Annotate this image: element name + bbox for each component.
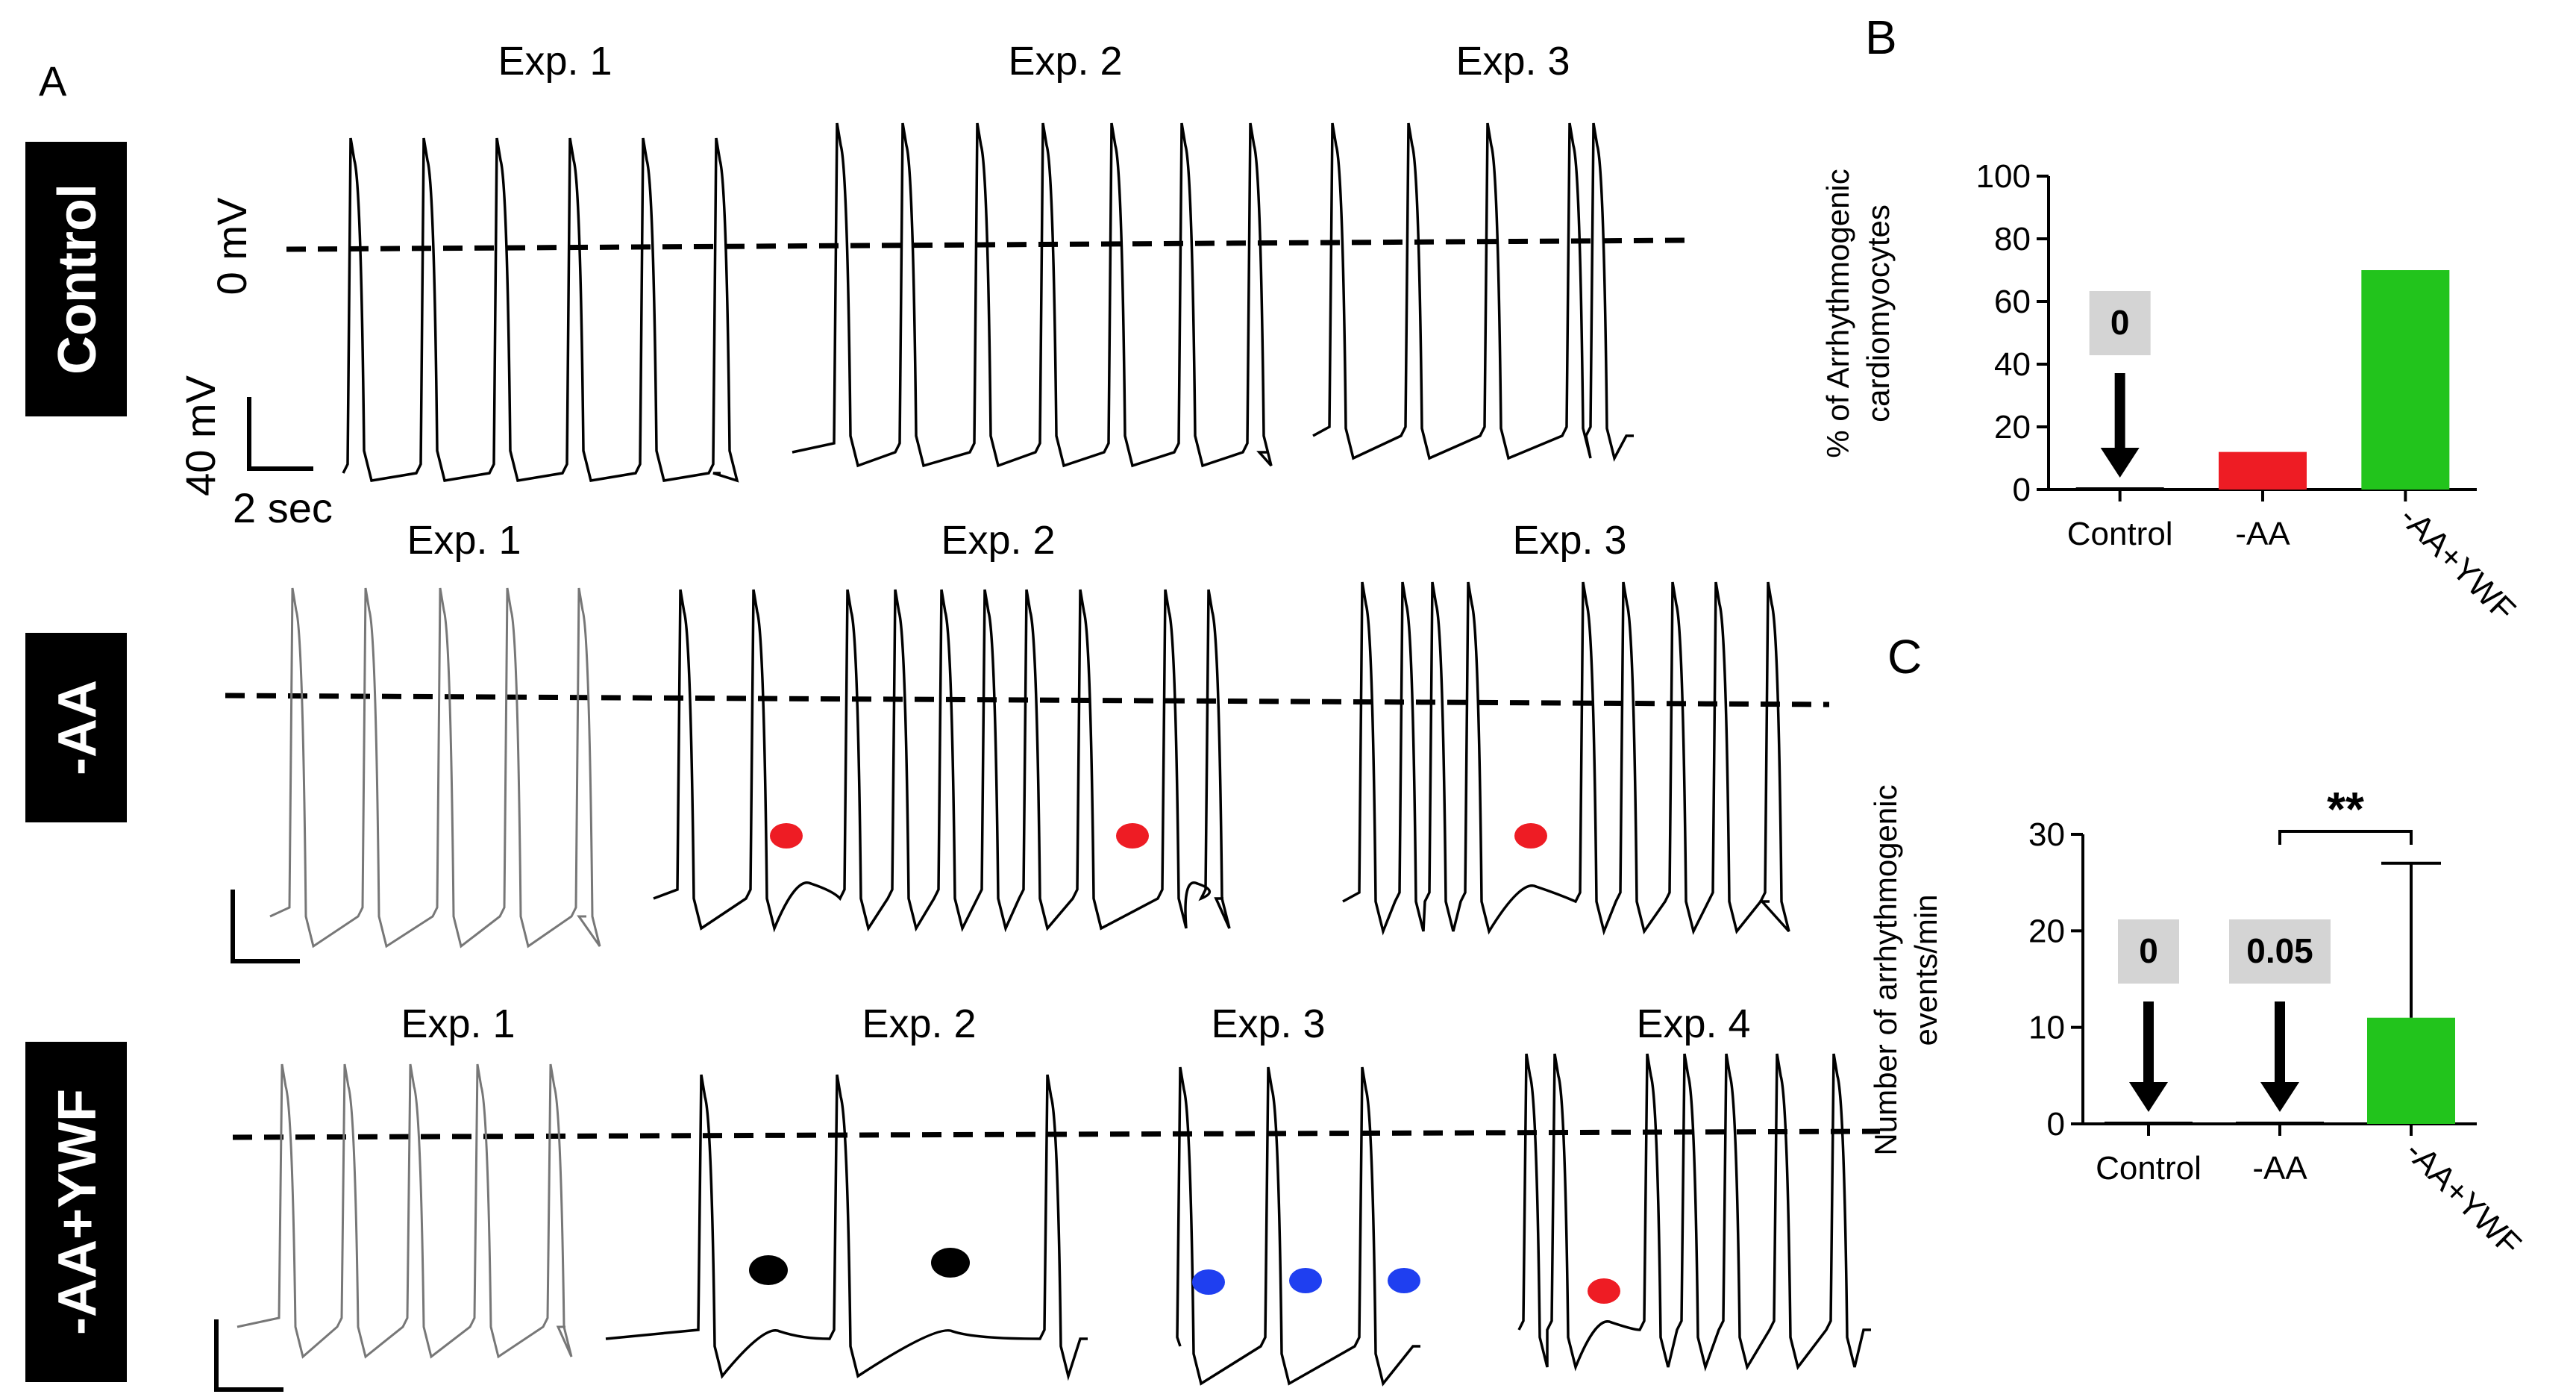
- panel-c-annotation-1: 0.05: [2246, 931, 2313, 970]
- aa-exp-2-red-marker-1: [770, 823, 803, 849]
- panel-c-annotation-arrow-1-head: [2260, 1082, 2299, 1112]
- aa-exp-2-label: Exp. 2: [941, 518, 1055, 563]
- ywf-exp-3-blue-marker-1: [1192, 1269, 1225, 1295]
- control-exp-2-label: Exp. 2: [1008, 39, 1122, 84]
- panel-b-ytick-label-1: 20: [1994, 409, 2031, 446]
- panel-c-letter: C: [1887, 630, 1922, 684]
- ywf-exp-1-label: Exp. 1: [401, 1001, 515, 1046]
- panel-c-annotation-box-1: [2229, 919, 2331, 984]
- svg-text:2 sec: 2 sec: [233, 484, 333, 531]
- panel-c-significance-bracket: [2278, 830, 2413, 845]
- aa-scale-bar: [231, 890, 300, 963]
- aa-zero-line: [225, 693, 1830, 707]
- ywf-exp-3-label: Exp. 3: [1211, 1001, 1325, 1046]
- panel-c-ytick-label-3: 30: [2028, 816, 2065, 853]
- panel-c-bar-1: [2236, 1122, 2324, 1124]
- svg-text:40 mV: 40 mV: [177, 375, 224, 496]
- panel-b-annotation-box-0: [2089, 291, 2151, 355]
- panel-c-ylabel-line-2: events/min: [1908, 894, 1943, 1046]
- control-exp-3-label: Exp. 3: [1455, 39, 1570, 84]
- ywf-exp-3-blue-marker-3: [1388, 1268, 1420, 1293]
- panel-c-ylabel-line-1: Number of arrhythmogenic: [1868, 784, 1903, 1155]
- panel-b-annotation-arrow-0-head: [2100, 448, 2140, 478]
- panel-b-ytick-label-2: 40: [1994, 346, 2031, 383]
- panel-c-ytick-label-1: 10: [2028, 1010, 2065, 1046]
- aa-exp-2-trace: [653, 589, 1231, 933]
- control-exp-2-trace: [792, 122, 1273, 468]
- panel-c-annotation-0: 0: [2139, 931, 2158, 970]
- panel-a-letter: A: [39, 57, 67, 104]
- panel-b-ytick-label-0: 0: [2013, 472, 2031, 508]
- panel-c-ytick-label-0: 0: [2047, 1106, 2065, 1143]
- aa-exp-2-red-marker-2: [1116, 823, 1149, 849]
- ywf-exp-2-black-marker-1: [749, 1255, 788, 1285]
- panel-c-annotation-arrow-0-head: [2129, 1082, 2168, 1112]
- panel-c-xtick-label-1: -AA: [2252, 1150, 2307, 1187]
- panel-b-ytick-label-3: 60: [1994, 284, 2031, 320]
- ywf-exp-4-red-marker: [1588, 1278, 1620, 1304]
- ywf-exp-4-trace: [1517, 1053, 1871, 1372]
- control-exp-3-trace: [1312, 122, 1634, 462]
- condition-label-aa: -AA: [25, 633, 127, 822]
- panel-c-annotation-box-0: [2118, 919, 2179, 984]
- panel-b-xtick-label-0: Control: [2067, 516, 2173, 552]
- panel-b-ylabel-line-1: % of Arrhythmogenic: [1820, 169, 1855, 458]
- panel-b-ytick-label-5: 100: [1976, 158, 2031, 195]
- panel-b-annotation-0: 0: [2110, 303, 2130, 342]
- aa-exp-1-trace: [269, 587, 601, 949]
- panel-b-bar-0: [2075, 487, 2164, 490]
- panel-b-bar-2: [2361, 270, 2450, 490]
- ywf-exp-2-trace: [605, 1074, 1088, 1381]
- aa-exp-3-red-marker: [1514, 823, 1547, 849]
- zero-mv-label: 0 mV: [208, 197, 255, 295]
- aa-exp-3-label: Exp. 3: [1512, 518, 1626, 563]
- panel-b-ylabel-line-2: cardiomyocytes: [1861, 204, 1896, 422]
- ywf-exp-3-trace: [1176, 1066, 1420, 1387]
- panel-c-xtick-label-2: -AA+YWF: [2398, 1133, 2528, 1263]
- panel-c-bar-2: [2367, 1017, 2455, 1124]
- aa-exp-3-trace: [1342, 581, 1790, 936]
- control-exp-1-trace: [342, 137, 739, 483]
- panel-b-letter: B: [1865, 10, 1897, 64]
- control-exp-1-label: Exp. 1: [498, 39, 612, 84]
- condition-label-control: Control: [25, 142, 127, 416]
- ywf-exp-2-label: Exp. 2: [862, 1001, 976, 1046]
- panel-c-bar-0: [2105, 1122, 2193, 1124]
- control-scale-bar: 40 mV 2 sec: [177, 375, 333, 531]
- panel-b-xtick-label-2: -AA+YWF: [2392, 499, 2522, 628]
- svg-text:-AA+YWF: -AA+YWF: [48, 1089, 107, 1335]
- ywf-scale-bar: [214, 1319, 283, 1392]
- panel-b-ytick-label-4: 80: [1994, 221, 2031, 257]
- panel-b-bar-1: [2219, 451, 2307, 490]
- svg-text:-AA: -AA: [48, 680, 107, 775]
- ywf-exp-4-label: Exp. 4: [1636, 1001, 1750, 1046]
- panel-c-significance-label: **: [2327, 782, 2364, 836]
- panel-b-xtick-label-1: -AA: [2235, 516, 2290, 552]
- condition-label-aa-ywf: -AA+YWF: [25, 1042, 127, 1382]
- ywf-exp-3-blue-marker-2: [1289, 1268, 1322, 1293]
- panel-c-ytick-label-2: 20: [2028, 913, 2065, 949]
- aa-exp-1-label: Exp. 1: [407, 518, 521, 563]
- ywf-exp-1-trace: [236, 1063, 573, 1359]
- ywf-exp-2-black-marker-2: [931, 1248, 970, 1278]
- panel-c-xtick-label-0: Control: [2096, 1150, 2201, 1187]
- svg-text:Control: Control: [48, 184, 107, 375]
